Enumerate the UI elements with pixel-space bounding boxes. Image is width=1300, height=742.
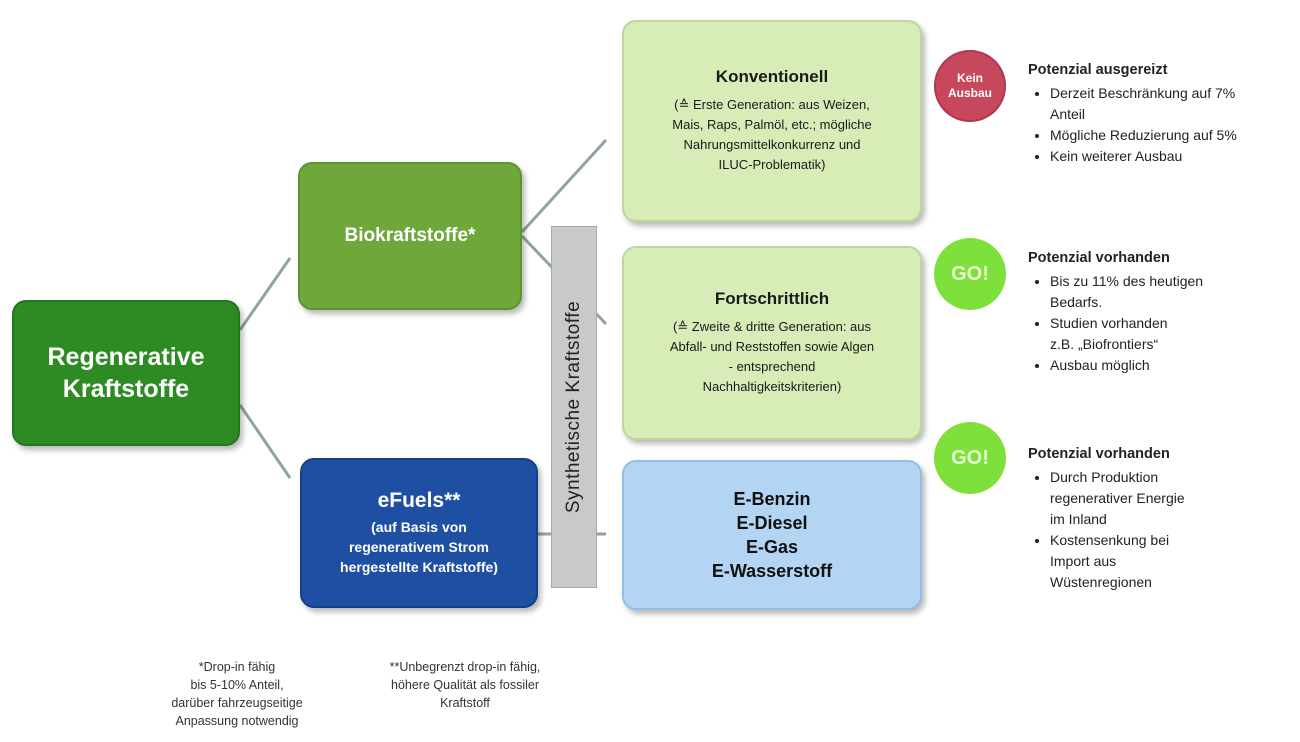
status-bullet: Kostensenkung bei Import aus Wüstenregio… (1050, 530, 1290, 593)
fortschrittlich-box: Fortschrittlich (≙ Zweite & dritte Gener… (622, 246, 922, 440)
footnote-efuels: **Unbegrenzt drop-in fähig, höhere Quali… (389, 660, 541, 710)
efuel-type-gas: E-Gas (745, 537, 798, 557)
status-bullet: Bis zu 11% des heutigen Bedarfs. (1050, 271, 1290, 313)
status-bullet: Derzeit Beschränkung auf 7% Anteil (1050, 83, 1290, 125)
konventionell-title: Konventionell (715, 67, 829, 86)
connector-root-efuels (238, 404, 292, 479)
status-fortschrittlich-title: Potenzial vorhanden (1028, 250, 1170, 266)
go-badge-fortschrittlich: GO! (934, 238, 1006, 310)
konventionell-description: (≙ Erste Generation: aus Weizen, Mais, R… (672, 97, 872, 172)
status-bullet: Mögliche Reduzierung auf 5% (1050, 125, 1290, 146)
biokraftstoffe-title: Biokraftstoffe* (344, 225, 476, 246)
status-efuels-bullets: Durch Produktion regenerativer Energie i… (1028, 467, 1290, 593)
status-fortschrittlich: Potenzial vorhanden Bis zu 11% des heuti… (1028, 248, 1290, 376)
status-bullet: Durch Produktion regenerativer Energie i… (1050, 467, 1290, 530)
konventionell-box: Konventionell (≙ Erste Generation: aus W… (622, 20, 922, 222)
status-fortschrittlich-bullets: Bis zu 11% des heutigen Bedarfs. Studien… (1028, 271, 1290, 376)
kein-ausbau-badge: Kein Ausbau (934, 50, 1006, 122)
efuel-type-diesel: E-Diesel (736, 513, 808, 533)
efuel-types-box: E-Benzin E-Diesel E-Gas E-Wasserstoff (622, 460, 922, 610)
efuel-type-wasserstoff: E-Wasserstoff (711, 561, 833, 581)
status-efuels: Potenzial vorhanden Durch Produktion reg… (1028, 444, 1290, 593)
efuel-type-benzin: E-Benzin (733, 489, 811, 509)
fortschrittlich-title: Fortschrittlich (714, 289, 830, 308)
synthetic-fuels-bar: Synthetische Kraftstoffe (551, 226, 597, 588)
status-bullet: Kein weiterer Ausbau (1050, 146, 1290, 167)
connector-bio-konventionell (520, 138, 608, 234)
status-bullet: Studien vorhanden z.B. „Biofrontiers“ (1050, 313, 1290, 355)
efuels-title: eFuels** (377, 489, 461, 512)
efuel-types-list: E-Benzin E-Diesel E-Gas E-Wasserstoff (712, 487, 832, 583)
status-efuels-title: Potenzial vorhanden (1028, 446, 1170, 462)
root-title: Regenerative Kraftstoffe (47, 343, 205, 403)
footnote-biokraftstoffe: *Drop-in fähig bis 5-10% Anteil, darüber… (171, 660, 303, 728)
connector-root-bio (238, 257, 292, 331)
fortschrittlich-description: (≙ Zweite & dritte Generation: aus Abfal… (669, 319, 875, 394)
status-bullet: Ausbau möglich (1050, 355, 1290, 376)
efuels-box: eFuels** (auf Basis von regenerativem St… (300, 458, 538, 608)
status-konventionell: Potenzial ausgereizt Derzeit Beschränkun… (1028, 60, 1290, 167)
status-konventionell-bullets: Derzeit Beschränkung auf 7% Anteil Mögli… (1028, 83, 1290, 167)
synthetic-fuels-label: Synthetische Kraftstoffe (563, 300, 584, 514)
status-konventionell-title: Potenzial ausgereizt (1028, 62, 1168, 78)
biokraftstoffe-box: Biokraftstoffe* (298, 162, 522, 310)
go-badge-efuels: GO! (934, 422, 1006, 494)
efuels-subtitle: (auf Basis von regenerativem Strom herge… (340, 519, 498, 575)
root-box: Regenerative Kraftstoffe (12, 300, 240, 446)
